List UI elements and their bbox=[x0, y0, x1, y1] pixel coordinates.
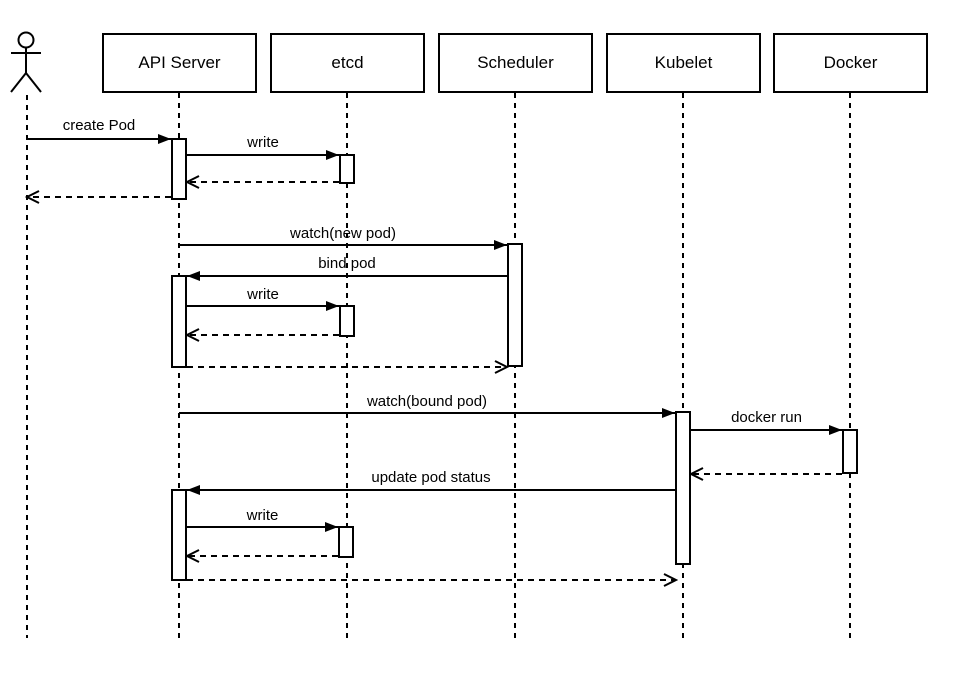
message-label-watch-new-pod: watch(new pod) bbox=[290, 225, 396, 242]
message-label-watch-bound-pod: watch(bound pod) bbox=[366, 393, 488, 410]
participant-label-etcd: etcd bbox=[331, 53, 364, 72]
participant-label-scheduler: Scheduler bbox=[477, 53, 554, 72]
participant-label-api-server: API Server bbox=[138, 53, 221, 72]
participant-box-api-server: API Server bbox=[102, 33, 257, 93]
activation-api-server-1 bbox=[171, 138, 187, 200]
participant-label-docker: Docker bbox=[823, 53, 878, 72]
message-label-create-pod: create Pod bbox=[62, 117, 136, 134]
activation-docker-1 bbox=[842, 429, 858, 474]
activation-etcd-1 bbox=[339, 154, 355, 184]
participant-box-etcd: etcd bbox=[270, 33, 425, 93]
message-label-bind-pod: bind pod bbox=[318, 255, 376, 272]
participant-label-kubelet: Kubelet bbox=[654, 53, 713, 72]
activation-scheduler-1 bbox=[507, 243, 523, 367]
message-label-write-2: write bbox=[247, 286, 279, 303]
message-label-write-1: write bbox=[247, 134, 279, 151]
actor-icon bbox=[10, 31, 42, 93]
activation-kubelet-1 bbox=[675, 411, 691, 565]
message-label-update-pod-status: update pod status bbox=[371, 469, 491, 486]
participant-box-kubelet: Kubelet bbox=[606, 33, 761, 93]
activation-api-server-3 bbox=[171, 489, 187, 581]
activation-etcd-2 bbox=[339, 305, 355, 337]
actor bbox=[6, 29, 48, 95]
activation-etcd-3 bbox=[338, 526, 354, 558]
participant-box-scheduler: Scheduler bbox=[438, 33, 593, 93]
message-label-write-3: write bbox=[246, 507, 279, 524]
activation-api-server-2 bbox=[171, 275, 187, 368]
participant-box-docker: Docker bbox=[773, 33, 928, 93]
message-label-docker-run: docker run bbox=[731, 409, 802, 426]
